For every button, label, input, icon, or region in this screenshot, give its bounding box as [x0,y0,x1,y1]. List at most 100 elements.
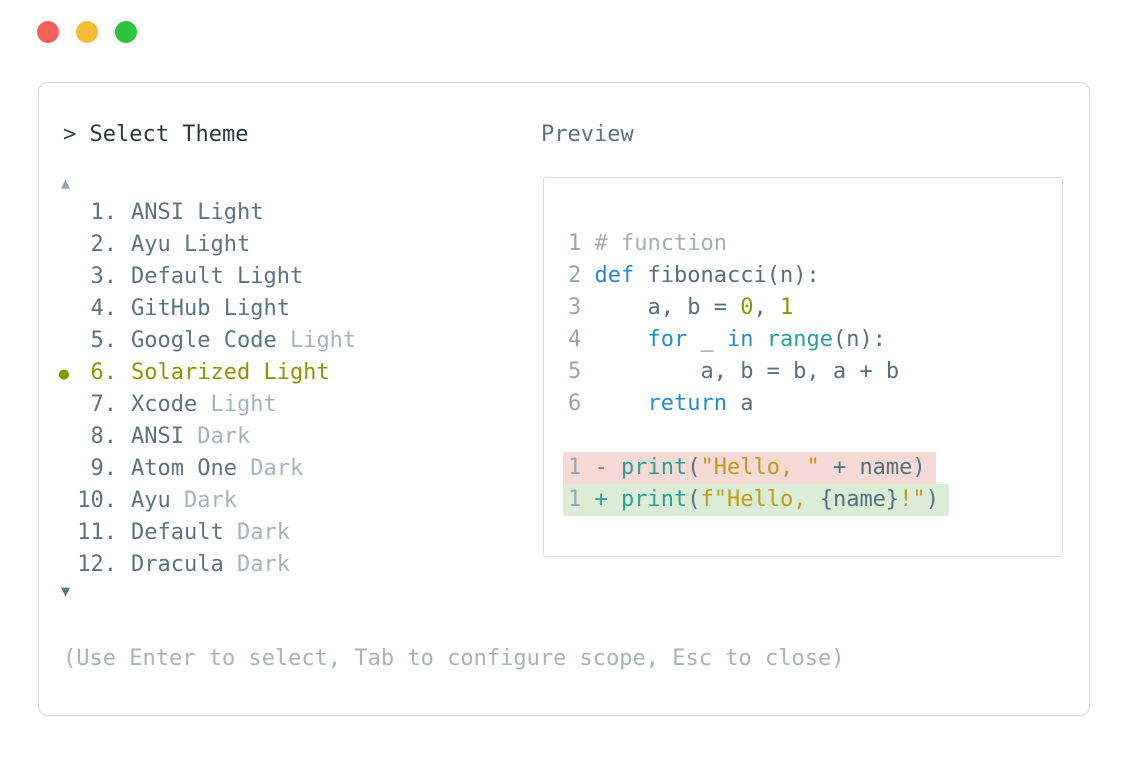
code-line: 3 a, b = 0, 1 [568,292,1062,324]
theme-name: Xcode [131,392,198,417]
diff-highlight-removed: 1 - print("Hello, " + name) [563,452,936,484]
dialog-prompt: > Select Theme [63,119,248,151]
preview-label: Preview [541,122,634,147]
code-line: 6 return a [568,388,1062,420]
code-token: 4 [568,327,595,352]
theme-option[interactable]: 8.ANSI Dark [51,421,356,453]
theme-name: ANSI Light [131,200,264,225]
code-token: - [594,455,621,480]
code-token: print [621,487,688,512]
code-line: 5 a, b = b, a + b [568,356,1062,388]
code-token: a, b = [594,295,741,320]
scroll-up-indicator-icon: ▲ [61,174,71,192]
code-token: 0 [740,295,754,320]
theme-picker-dialog: > Select Theme Preview ▲ 1. ANSI Light 2. A… [38,82,1090,716]
theme-number: 10. [77,488,117,513]
code-token: 6 [568,391,595,416]
code-token [753,327,766,352]
prompt-caret: > [63,122,77,147]
diff-highlight-added: 1 + print(f"Hello, {name}!") [563,484,949,516]
theme-name: Dracula [131,552,224,577]
theme-option[interactable]: 12.Dracula Dark [51,549,356,581]
zoom-button-icon[interactable] [115,21,137,43]
code-token: + name) [819,455,926,480]
theme-variant: Dark [236,456,304,481]
code-token: ) [925,487,939,512]
minimize-button-icon[interactable] [76,21,98,43]
theme-option[interactable]: 9. Atom One Dark [51,453,356,485]
diff-line-added: 1 + print(f"Hello, {name}!") [563,484,1062,516]
theme-option[interactable]: 4. GitHub Light [51,293,356,325]
code-token: # function [594,231,727,256]
scroll-down-indicator-icon: ▼ [61,582,71,600]
code-token: _ [687,327,727,352]
theme-variant: Light [197,392,277,417]
code-token: "Hello, " [700,455,820,480]
code-token: , [753,295,780,320]
code-line: 4 for _ in range(n): [568,324,1062,356]
theme-option[interactable]: 5.Google Code Light [51,325,357,357]
code-token [595,327,648,352]
code-token: return [647,391,727,416]
code-token: (n): [832,327,886,352]
code-token: 5 [568,359,595,384]
code-line: 2 def fibonacci(n): [568,260,1062,292]
theme-name: Solarized Light [131,360,330,385]
code-token: !" [899,487,926,512]
code-token: in [726,327,754,352]
theme-name: Atom One [131,456,237,481]
code-token: range [766,327,833,352]
dialog-title: Select Theme [89,122,249,147]
theme-name: GitHub Light [131,296,290,321]
window-controls [37,21,137,43]
theme-variant: Dark [223,552,290,577]
code-token: 1 [568,231,595,256]
theme-option[interactable]: 10. Ayu Dark [51,485,356,517]
theme-number: 6. [90,360,118,385]
theme-name: Google Code [131,328,277,353]
theme-number: 9. [90,456,118,481]
theme-name: Ayu Light [131,232,251,257]
theme-number: 4. [90,296,118,321]
theme-name: Ayu [131,488,171,513]
theme-number: 8. [90,424,118,449]
theme-option[interactable]: 11. Default Dark [51,517,356,549]
code-token: 1 [568,455,595,480]
theme-variant: Dark [183,424,251,449]
theme-option[interactable]: 3.Default Light [51,261,356,293]
theme-variant: Dark [223,520,290,545]
theme-option[interactable]: ● 6. Solarized Light [51,357,356,389]
code-token: 2 [568,263,595,288]
theme-variant: Light [276,328,357,353]
code-token: 1 [568,487,595,512]
code-token: 1 [779,295,794,320]
theme-name: Default Light [131,264,304,289]
code-line: 1 # function [568,228,1062,260]
theme-option[interactable]: 7.Xcode Light [51,389,356,421]
hint-text: (Use Enter to select, Tab to configure s… [63,646,845,671]
code-token: a [726,391,754,416]
theme-number: 11. [77,520,117,545]
code-token: ( [687,455,701,480]
code-token: f"Hello, [700,487,820,512]
spacer [76,122,89,147]
code-token: + [594,487,621,512]
theme-variant: Dark [170,488,237,513]
code-token: for [647,327,688,352]
theme-option[interactable]: 1. ANSI Light [51,197,356,229]
selected-marker-icon: ● [58,364,70,384]
diff-line-removed: 1 - print("Hello, " + name) [563,452,1062,484]
code-token [595,391,648,416]
code-token: def [594,263,635,288]
theme-number: 2. [90,232,118,257]
code-token: {name} [819,487,900,512]
theme-option[interactable]: 2. Ayu Light [51,229,356,261]
theme-number: 1. [90,200,118,225]
code-token: print [621,455,688,480]
close-button-icon[interactable] [37,21,59,43]
theme-name: Default [131,520,224,545]
code-token: a, b = b, a + b [594,359,900,384]
